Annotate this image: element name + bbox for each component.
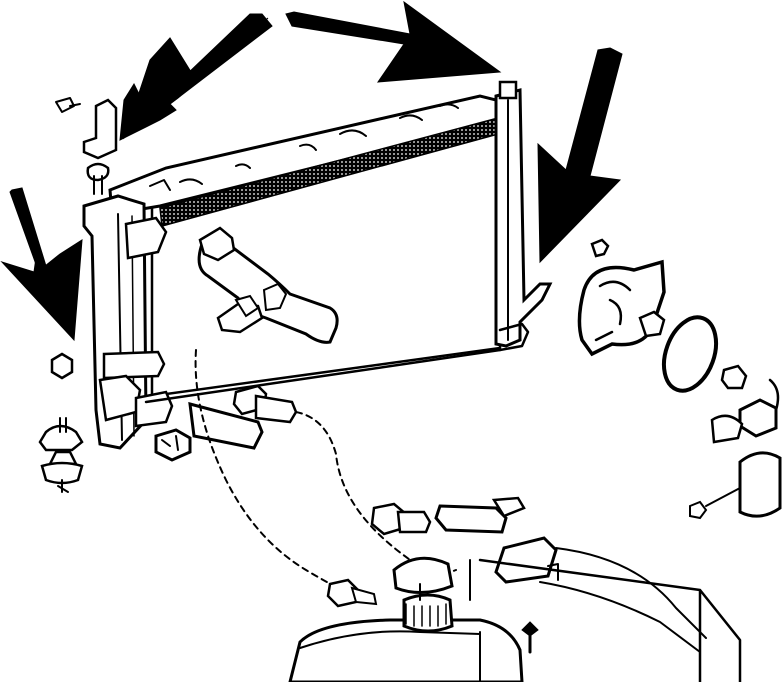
expansion-tank-cap <box>392 556 454 633</box>
hose-clamp <box>326 578 378 608</box>
arrow-left-large <box>0 239 83 342</box>
radiator <box>82 80 553 450</box>
thermostat-o-ring <box>661 315 719 393</box>
expansion-tank <box>288 558 742 682</box>
arrow-top-left <box>119 13 273 141</box>
bleed-hose-clamp <box>216 294 264 334</box>
coolant-pipe-bracket <box>370 496 707 653</box>
temperature-switch <box>154 428 192 462</box>
bleed-screw <box>521 621 539 654</box>
mounting-rubber-lower-left <box>38 352 84 493</box>
mounting-bracket-top-left <box>55 97 118 195</box>
arrow-top-right <box>537 47 623 264</box>
thermostat-cover-parts <box>689 364 782 520</box>
upper-hose <box>197 226 339 344</box>
thermostat-housing <box>577 238 666 357</box>
arrow-top-center <box>285 0 502 83</box>
lower-hose <box>188 349 457 593</box>
